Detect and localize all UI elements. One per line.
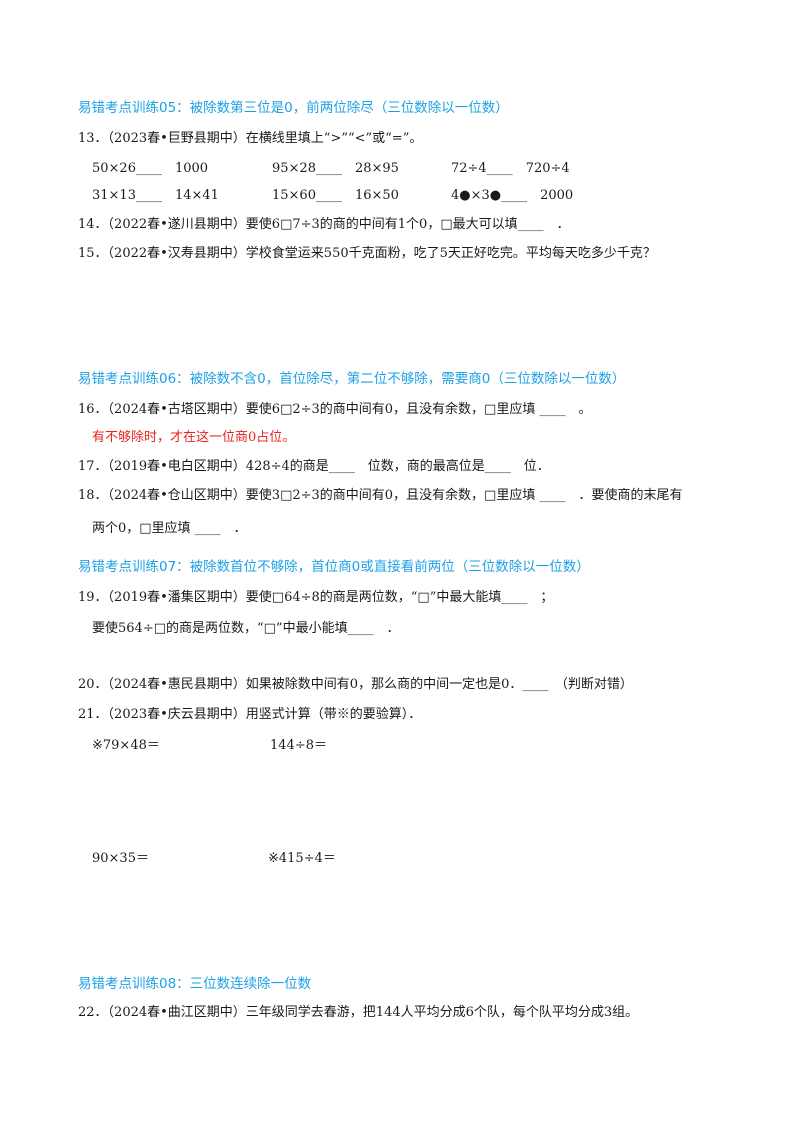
section-title-06: 易错考点训练06：被除数不含0，首位除尽，第二位不够除，需要商0（三位数除以一位… (78, 371, 626, 387)
q21-item-2: 144÷8＝ (270, 738, 327, 753)
question-17: 17．（2019春•电白区期中）428÷4的商是____ 位数，商的最高位是__… (78, 459, 550, 474)
question-22: 22．（2024春•曲江区期中）三年级同学去春游，把144人平均分成6个队，每个… (78, 1005, 639, 1020)
q13-item-4: 31×13____ 14×41 (92, 188, 219, 203)
section-title-05: 易错考点训练05：被除数第三位是0，前两位除尽（三位数除以一位数） (78, 100, 509, 116)
q13-item-2: 95×28____ 28×95 (272, 161, 399, 176)
q21-item-1: ※79×48＝ (92, 738, 160, 753)
q13-item-1: 50×26____ 1000 (92, 161, 209, 176)
question-13: 13．（2023春•巨野县期中）在横线里填上“>”“<”或“=”。 (78, 131, 423, 146)
question-19-line-1: 19．（2019春•潘集区期中）要使□64÷8的商是两位数，“□”中最大能填__… (78, 590, 554, 605)
question-15: 15．（2022春•汉寿县期中）学校食堂运来550千克面粉，吃了5天正好吃完。平… (78, 246, 656, 261)
section-title-08: 易错考点训练08：三位数连续除一位数 (78, 976, 312, 992)
question-20: 20．（2024春•惠民县期中）如果被除数中间有0，那么商的中间一定也是0．__… (78, 677, 633, 692)
question-18-line-2: 两个0，□里应填 ____ ． (92, 521, 247, 536)
question-19-line-2: 要使564÷□的商是两位数，“□”中最小能填____ ． (92, 621, 400, 636)
q16-hint: 有不够除时，才在这一位商0占位。 (92, 430, 296, 445)
q13-item-5: 15×60____ 16×50 (272, 188, 399, 203)
question-18-line-1: 18．（2024春•仓山区期中）要使3□2÷3的商中间有0，且没有余数，□里应填… (78, 488, 683, 503)
question-14: 14．（2022春•遂川县期中）要使6□7÷3的商的中间有1个0，□最大可以填_… (78, 217, 570, 232)
q21-item-3: 90×35＝ (92, 851, 149, 866)
question-21: 21．（2023春•庆云县期中）用竖式计算（带※的要验算）． (78, 707, 422, 722)
q13-item-3: 72÷4____ 720÷4 (451, 161, 570, 176)
q13-item-6: 4●×3●____ 2000 (451, 188, 574, 203)
q21-item-4: ※415÷4＝ (268, 851, 336, 866)
question-16: 16．（2024春•古塔区期中）要使6□2÷3的商中间有0，且没有余数，□里应填… (78, 402, 592, 417)
section-title-07: 易错考点训练07：被除数首位不够除，首位商0或直接看前两位（三位数除以一位数） (78, 559, 590, 575)
